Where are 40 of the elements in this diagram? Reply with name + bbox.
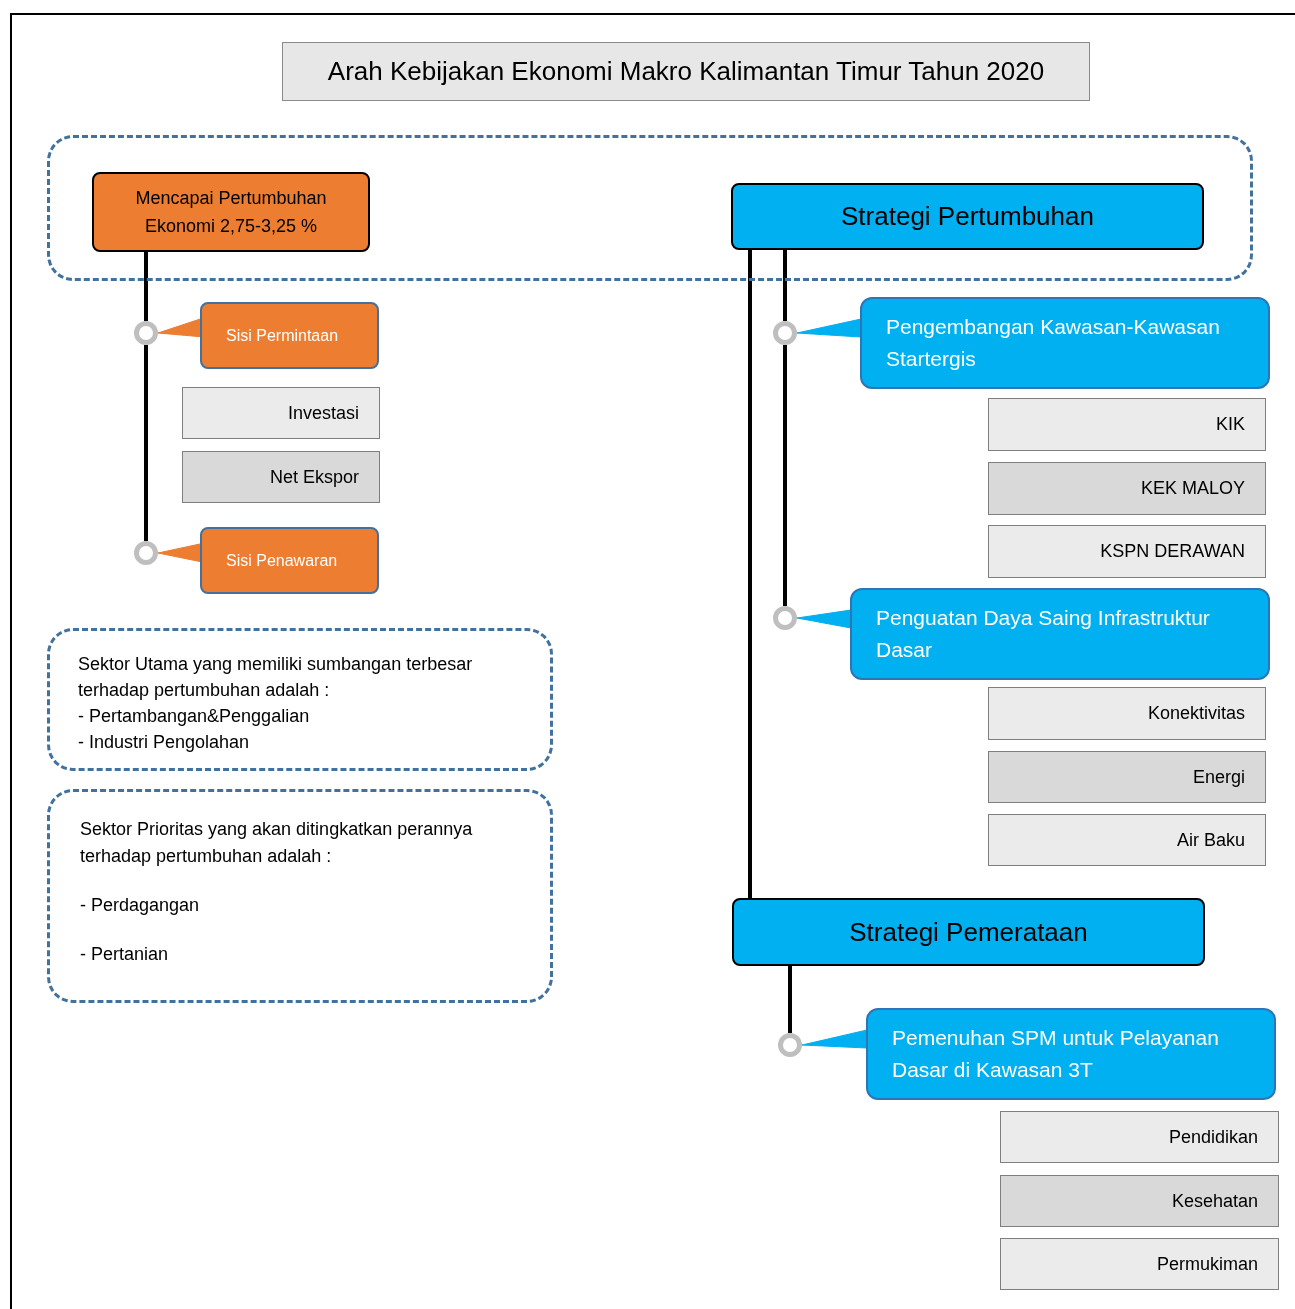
item-box: Net Ekspor [182, 451, 380, 503]
title-box: Arah Kebijakan Ekonomi Makro Kalimantan Timur Tahun 2020 [282, 42, 1090, 101]
dashed-group-frame [47, 135, 1253, 281]
connector-line [788, 966, 792, 1033]
callout-pointer [801, 1029, 868, 1049]
list-item: - Pertambangan&Penggalian [78, 705, 311, 728]
item-box: Permukiman [1000, 1238, 1279, 1290]
strategy-box: Strategi Pertumbuhan [731, 183, 1204, 250]
connector-line [144, 345, 148, 541]
item-box: Air Baku [988, 814, 1266, 866]
strategy-box: Strategi Pemerataan [732, 898, 1205, 966]
note-box [47, 789, 553, 1003]
item-box: Energi [988, 751, 1266, 803]
item-box: KIK [988, 398, 1266, 451]
callout-box: Pengembangan Kawasan-Kawasan Startergis [860, 297, 1270, 389]
item-box: KEK MALOY [988, 462, 1266, 515]
list-item: - Industri Pengolahan [78, 731, 251, 754]
connector-line [748, 247, 752, 898]
note-text: Sektor Prioritas yang akan ditingkatkan perannya terhadap pertumbuhan adalah : [80, 818, 474, 868]
callout-box: Sisi Penawaran [200, 527, 379, 594]
item-box: KSPN DERAWAN [988, 525, 1266, 578]
callout-pointer [157, 318, 202, 338]
callout-pointer [796, 609, 852, 629]
note-text: Sektor Utama yang memiliki sumbangan terbesar terhadap pertumbuhan adalah : [78, 653, 474, 702]
connector-line [783, 345, 787, 606]
list-item: - Pertanian [80, 943, 170, 966]
note-box [47, 628, 553, 771]
callout-pointer [796, 318, 862, 338]
goal-box: Mencapai Pertumbuhan Ekonomi 2,75-3,25 % [92, 172, 370, 252]
item-box: Investasi [182, 387, 380, 439]
connector-line [144, 249, 148, 321]
item-box: Kesehatan [1000, 1175, 1279, 1227]
item-box: Konektivitas [988, 687, 1266, 740]
callout-pointer [157, 543, 202, 563]
callout-box: Penguatan Daya Saing Infrastruktur Dasar [850, 588, 1270, 680]
callout-box: Sisi Permintaan [200, 302, 379, 369]
list-item: - Perdagangan [80, 894, 201, 917]
connector-line [783, 247, 787, 321]
item-box: Pendidikan [1000, 1111, 1279, 1163]
callout-box: Pemenuhan SPM untuk Pelayanan Dasar di Kawasan 3T [866, 1008, 1276, 1100]
